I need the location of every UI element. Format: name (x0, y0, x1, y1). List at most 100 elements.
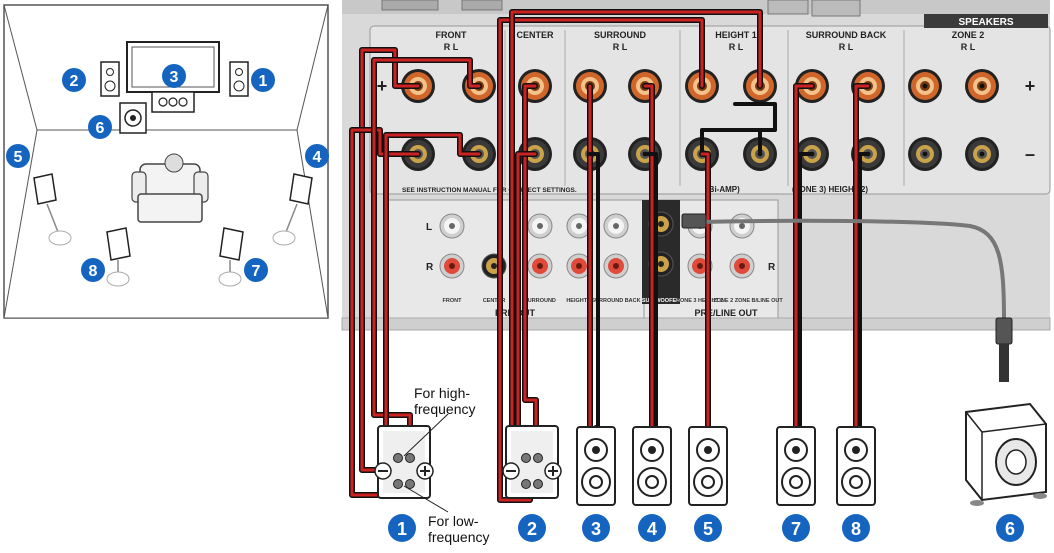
group-label-center: CENTER (516, 30, 554, 40)
front-left-speaker-icon (100, 61, 120, 97)
zone3-height2-note: (ZONE 3) HEIGHT 2) (792, 185, 868, 194)
cable-4-red (643, 84, 654, 430)
center-speaker-icon (151, 91, 195, 113)
rca-zone2-l (729, 213, 755, 239)
receiver-rear-panel: SPEAKERS FRONT R L CENTER SURROUND R L H… (341, 0, 1051, 331)
biamp-note: (Bi-AMP) (706, 185, 740, 194)
terminal-minus-zone2-r (908, 137, 942, 171)
jack-label-zone2: ZONE 2 ZONE B/LINE OUT (713, 298, 783, 304)
jack-label-surround: SURROUND (524, 298, 556, 304)
callout-high-line1: For high- (414, 385, 470, 401)
cable-2e-red (523, 84, 538, 460)
speaker-3 (576, 426, 616, 506)
subwoofer-icon (119, 102, 147, 134)
subwoofer-plug-speaker (995, 317, 1013, 345)
rca-front-r (439, 253, 465, 279)
group-label-height1: HEIGHT 1 (715, 30, 757, 40)
jack-label-subwoofer: SUB-WOOFER (642, 298, 680, 304)
pre-out-section: L R R FRONT CENTER SURROUND HEIGHT 1 (387, 199, 783, 319)
group-sub-surround-back: R L (839, 42, 854, 52)
badge-speaker-1: 1 (388, 514, 416, 542)
terminal-plus-zone2-r (908, 69, 942, 103)
group-label-zone2: ZONE 2 (952, 30, 985, 40)
room-badge-surround-left: 5 (6, 144, 30, 168)
svg-text:3: 3 (170, 69, 179, 86)
row-label-r: R (426, 262, 434, 273)
room-badge-back-right: 7 (244, 258, 268, 282)
back-right-speaker-icon (218, 227, 244, 287)
room-badge-front-left: 2 (62, 68, 86, 92)
cable-3b-black (588, 152, 600, 430)
speakers-banner (924, 14, 1048, 28)
plus-sign-left: + (377, 76, 388, 96)
plus-sign-right: + (1025, 76, 1036, 96)
group-label-surround: SURROUND (594, 30, 647, 40)
room-badge-back-left: 8 (81, 258, 105, 282)
callout-line-high (403, 413, 449, 457)
room-badge-front-right: 1 (251, 68, 275, 92)
zone-r-label: R (768, 262, 776, 273)
speaker-5 (688, 426, 728, 506)
badge-speaker-6: 6 (996, 514, 1024, 542)
group-sub-zone2: R L (961, 42, 976, 52)
svg-text:3: 3 (591, 519, 601, 539)
subwoofer-plug-receiver (681, 213, 707, 229)
svg-text:4: 4 (313, 149, 322, 166)
rca-zone2-r (729, 253, 755, 279)
speaker-4 (632, 426, 672, 506)
callouts: For high- frequency For low- frequency (403, 385, 489, 545)
cable-8-red (854, 84, 870, 430)
rca-surround-r (527, 253, 553, 279)
badge-speaker-7: 7 (782, 514, 810, 542)
row-label-l: L (426, 222, 432, 233)
jack-label-center: CENTER (483, 298, 506, 304)
svg-text:6: 6 (96, 120, 105, 137)
terminal-minus-zone2-l (965, 137, 999, 171)
cable-7b-black (798, 152, 814, 430)
rca-sback-l (603, 213, 629, 239)
svg-text:6: 6 (1005, 519, 1015, 539)
jack-label-zone3: ZONE 3 HEIGHT 2 (677, 298, 724, 304)
badge-speaker-8: 8 (842, 514, 870, 542)
group-sub-height1: R L (729, 42, 744, 52)
badge-speaker-5: 5 (694, 514, 722, 542)
badge-speaker-3: 3 (582, 514, 610, 542)
callout-high-line2: frequency (414, 401, 475, 417)
room-badge-surround-right: 4 (305, 144, 329, 168)
cable-1c-red (372, 58, 481, 460)
cable-4b-black (643, 152, 658, 430)
speaker-2-biamp (502, 425, 562, 499)
svg-text:5: 5 (703, 519, 713, 539)
cable-5-red (700, 152, 710, 430)
pre-line-out-label: PRE/LINE OUT (694, 308, 758, 318)
callout-low-line1: For low- (428, 513, 479, 529)
cable-8b-black (858, 152, 870, 430)
speaker-badges: 1 2 3 4 5 7 8 6 (388, 514, 1024, 542)
svg-text:2: 2 (70, 73, 79, 90)
front-right-speaker-icon (229, 61, 249, 97)
terminal-plus-zone2-l (965, 69, 999, 103)
subwoofer-speaker (965, 402, 1047, 506)
svg-text:1: 1 (259, 73, 268, 90)
jack-label-height1: HEIGHT 1 (566, 298, 591, 304)
subwoofer-cable (681, 213, 1013, 382)
room-badge-subwoofer: 6 (88, 115, 112, 139)
speaker-7 (776, 426, 816, 506)
group-sub-surround: R L (613, 42, 628, 52)
jack-label-sback: SURROUND BACK (591, 298, 640, 304)
svg-text:4: 4 (647, 519, 657, 539)
sofa-icon (131, 153, 209, 223)
group-label-front: FRONT (436, 30, 467, 40)
rca-front-l (439, 213, 465, 239)
callout-line-low (403, 485, 449, 513)
svg-text:2: 2 (527, 519, 537, 539)
room-badge-center: 3 (162, 64, 186, 88)
badge-speaker-2: 2 (518, 514, 546, 542)
svg-text:8: 8 (851, 519, 861, 539)
rca-surround-l (527, 213, 553, 239)
speakers-banner-label: SPEAKERS (958, 17, 1013, 28)
surround-left-speaker-icon (33, 173, 72, 246)
room-layout: 2 3 1 6 5 4 8 7 (3, 4, 329, 319)
svg-text:7: 7 (791, 519, 801, 539)
badge-speaker-4: 4 (638, 514, 666, 542)
